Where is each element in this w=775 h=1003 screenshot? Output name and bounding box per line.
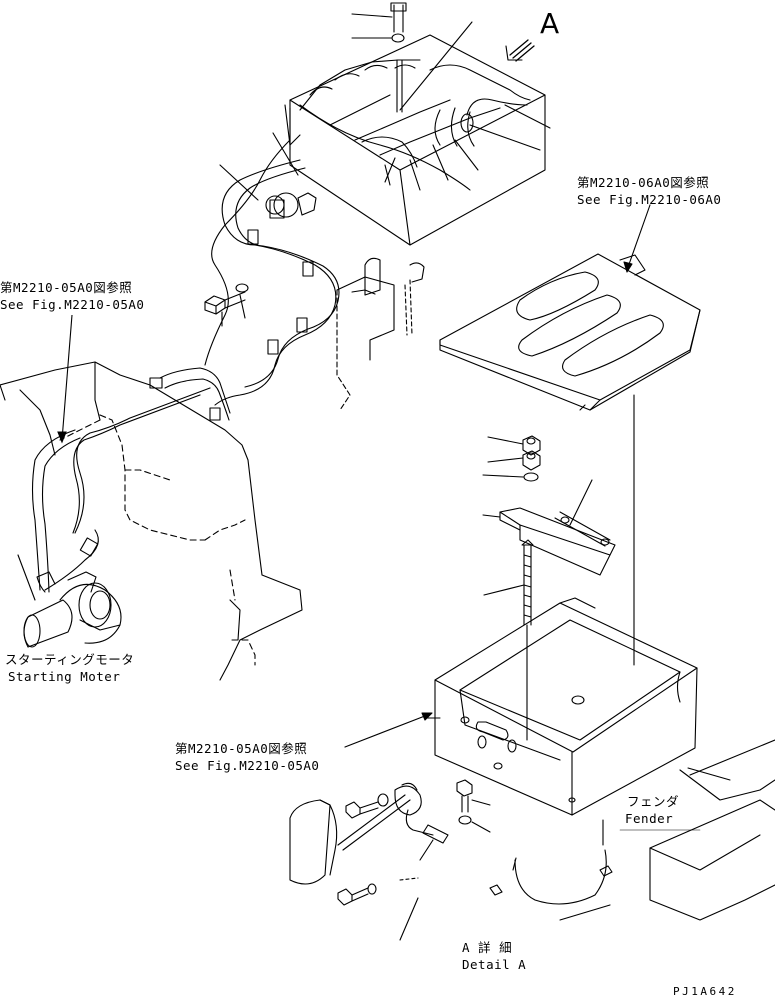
- left-ref-jp: 第M2210-05A0図参照: [0, 280, 133, 295]
- battery-cover: [440, 254, 700, 410]
- fender-en: Fender: [625, 811, 674, 826]
- top-ref-jp: 第M2210-06A0図参照: [577, 175, 710, 190]
- starting-motor: [18, 555, 121, 647]
- detail-a-en: Detail A: [462, 957, 527, 972]
- top-ref-en: See Fig.M2210-06A0: [577, 192, 722, 207]
- drawing-code: PJ1A642: [673, 985, 737, 998]
- hold-down-bracket: [337, 258, 424, 410]
- cable-cover-and-clamp: [290, 780, 502, 940]
- detail-a: [513, 820, 612, 920]
- view-letter: A: [540, 7, 560, 40]
- fender-jp: フェンダ: [627, 794, 680, 809]
- detail-a-jp: A 詳 細: [462, 940, 513, 955]
- battery-box: [345, 598, 697, 815]
- bolt-washer-set: [205, 284, 248, 326]
- bottom-ref-en: See Fig.M2210-05A0: [175, 758, 320, 773]
- battery-cables: [33, 140, 340, 592]
- hardware-stack: [483, 436, 615, 575]
- bottom-ref-jp: 第M2210-05A0図参照: [175, 741, 308, 756]
- top-ref-leader: [624, 205, 650, 272]
- view-arrow-icon: [506, 40, 534, 61]
- fender: [650, 740, 775, 920]
- threaded-rod: [484, 540, 533, 740]
- left-ref-en: See Fig.M2210-05A0: [0, 297, 145, 312]
- engine-block-outline: [0, 362, 302, 680]
- starting-motor-jp: スターティングモータ: [5, 652, 135, 667]
- starting-motor-en: Starting Moter: [8, 669, 121, 684]
